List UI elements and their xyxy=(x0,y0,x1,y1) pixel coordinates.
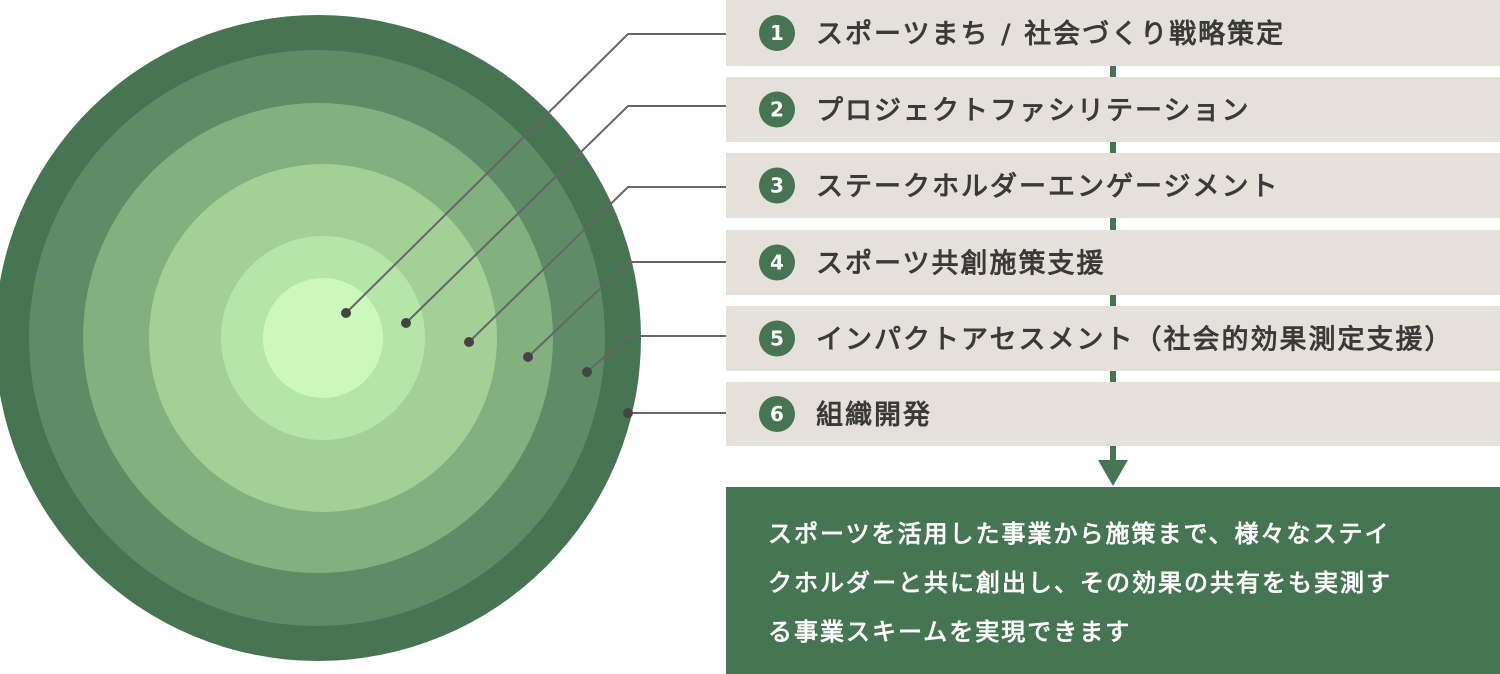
service-label: ステークホルダーエンゲージメント xyxy=(816,171,1279,203)
leader-lines xyxy=(341,33,726,418)
service-number: 6 xyxy=(770,402,784,426)
leader-dot xyxy=(523,352,533,362)
service-label: 組織開発 xyxy=(816,399,932,431)
summary-line-3: る事業スキームを実現できます xyxy=(768,618,1132,646)
number-badge xyxy=(759,244,795,281)
service-number: 5 xyxy=(770,327,784,351)
service-item-3: 3 ステークホルダーエンゲージメント xyxy=(726,153,1500,218)
number-badge xyxy=(759,396,795,432)
number-badge xyxy=(759,91,795,128)
leader-line-2 xyxy=(401,105,726,328)
service-label: インパクトアセスメント（社会的効果測定支援） xyxy=(816,324,1453,356)
number-badge xyxy=(759,320,795,357)
leader-line-3 xyxy=(464,186,726,347)
service-item-2: 2 プロジェクトファシリテーション xyxy=(726,77,1500,142)
number-badge xyxy=(759,15,795,51)
leader-path xyxy=(468,186,726,343)
concentric-rings xyxy=(0,15,641,661)
service-bar xyxy=(726,382,1500,446)
service-item-1: 1 スポーツまち / 社会づくり戦略策定 xyxy=(726,0,1500,66)
summary-line-2: クホルダーと共に創出し、その効果の共有をも実測す xyxy=(768,569,1392,597)
service-number: 1 xyxy=(770,21,784,45)
leader-path xyxy=(405,105,726,324)
leader-path xyxy=(586,335,726,373)
service-bar xyxy=(726,306,1500,371)
service-number: 4 xyxy=(770,251,784,275)
leader-dot xyxy=(623,408,633,418)
service-bar xyxy=(726,153,1500,218)
service-label: プロジェクトファシリテーション xyxy=(816,96,1250,127)
service-bar xyxy=(726,230,1500,295)
service-number: 3 xyxy=(770,174,784,198)
leader-line-1 xyxy=(341,33,726,318)
number-badge xyxy=(759,167,795,204)
service-list: 1 スポーツまち / 社会づくり戦略策定 2 プロジェクトファシリテーション 3 ステーク… xyxy=(726,0,1500,446)
leader-line-4 xyxy=(523,261,726,362)
leader-dot xyxy=(401,318,411,328)
service-label: スポーツ共創施策支援 xyxy=(816,248,1105,280)
service-bar xyxy=(726,77,1500,142)
service-number: 2 xyxy=(770,98,784,122)
leader-dot xyxy=(341,308,351,318)
service-item-4: 4 スポーツ共創施策支援 xyxy=(726,230,1500,295)
service-item-6: 6 組織開発 xyxy=(726,382,1500,446)
leader-dot xyxy=(464,337,474,347)
leader-path xyxy=(345,33,726,314)
service-item-5: 5 インパクトアセスメント（社会的効果測定支援） xyxy=(726,306,1500,371)
service-label: スポーツまち / 社会づくり戦略策定 xyxy=(816,18,1285,50)
arrow-down-icon xyxy=(1098,460,1128,486)
leader-path xyxy=(527,261,726,358)
summary-box: スポーツを活用した事業から施策まで、様々なステイ クホルダーと共に創出し、その効… xyxy=(726,487,1500,674)
leader-line-5 xyxy=(582,335,726,377)
leader-dot xyxy=(582,367,592,377)
leader-line-6 xyxy=(623,408,726,418)
summary-line-1: スポーツを活用した事業から施策まで、様々なステイ xyxy=(768,520,1391,548)
ring-1 xyxy=(263,278,383,398)
service-bar xyxy=(726,0,1500,66)
